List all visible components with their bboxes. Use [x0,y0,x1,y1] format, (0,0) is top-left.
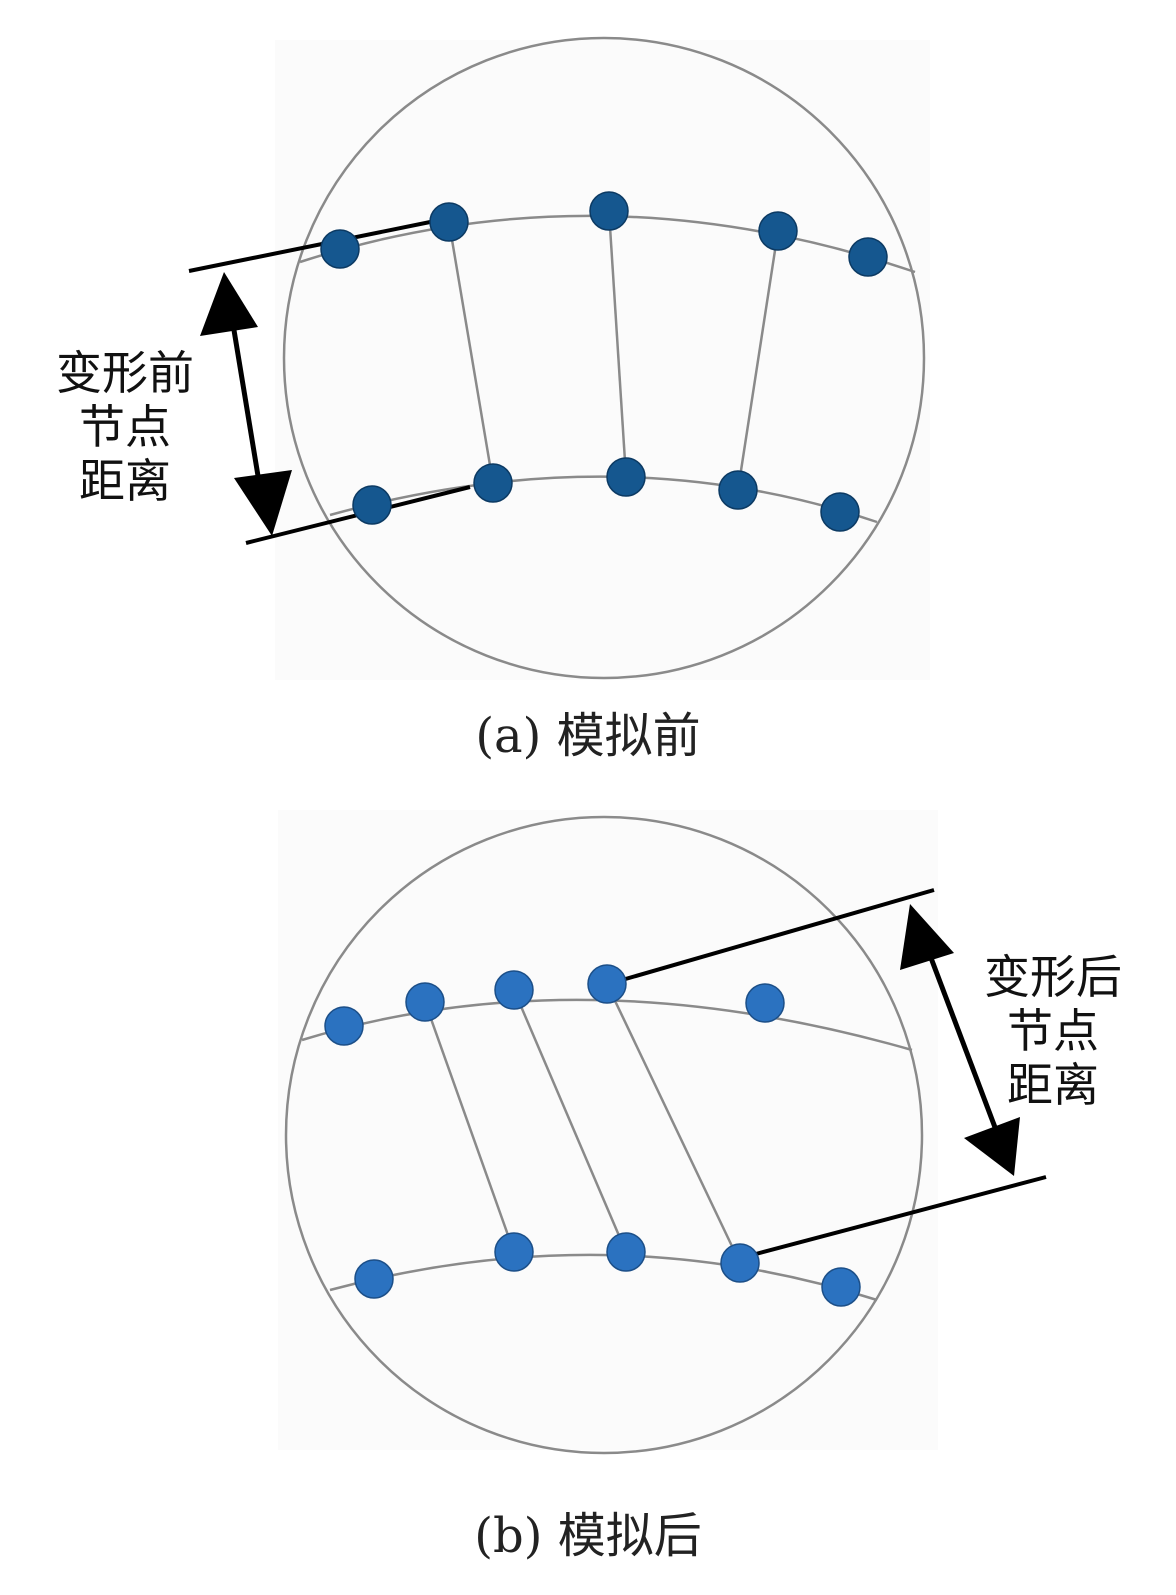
mesh-node [720,1243,760,1283]
mesh-node [821,1267,861,1307]
node-connector [447,221,495,484]
diagram-background [275,40,930,680]
mesh-node [745,983,785,1023]
boundary-circle [282,36,926,680]
caption-before: (a) 模拟前 [475,708,701,764]
mesh-node [473,463,513,503]
distance-arrow-shaft [925,949,999,1131]
mesh-node [606,457,646,497]
panel-after-simulation: 变形后 节点 距离 (b) 模拟后 [0,790,1176,1595]
node-connector [605,983,742,1264]
node-distance-before-label: 变形前 节点 距离 [40,346,210,508]
mesh-node [589,191,629,231]
mesh-node [354,1259,394,1299]
dimension-line-upper [188,218,441,273]
dimension-line-lower [751,1175,1047,1257]
upper-node-arc [301,998,913,1052]
mesh-node [405,982,445,1022]
distance-arrowhead-down [964,1117,1020,1176]
distance-arrowhead-down [234,470,292,536]
caption-after: (b) 模拟后 [474,1508,702,1564]
boundary-circle [284,815,924,1455]
mesh-node [352,485,392,525]
mesh-node [587,964,627,1004]
label-line: 距离 [1007,1058,1099,1112]
dimension-line-upper [621,888,935,982]
node-connector [736,230,780,491]
mesh-node [820,492,860,532]
node-distance-after-label: 变形后 节点 距离 [968,950,1138,1112]
diagram-background [278,810,938,1450]
label-line: 节点 [1007,1004,1099,1058]
distance-arrow-shaft [229,317,263,489]
label-line: 节点 [79,400,171,454]
mesh-node [494,970,534,1010]
mesh-node [758,211,798,251]
distance-arrowhead-up [900,904,954,970]
node-connector [423,1001,516,1253]
distance-arrowhead-up [200,272,258,336]
mesh-node [320,229,360,269]
mesh-node [429,202,469,242]
mesh-node [606,1232,646,1272]
mesh-node [848,237,888,277]
label-line: 变形前 [56,346,194,400]
label-line: 变形后 [984,950,1122,1004]
panel-before-simulation: 变形前 节点 距离 (a) 模拟前 [0,0,1176,790]
node-connector [607,210,628,478]
diagram-after [278,810,1047,1455]
diagram-before [188,36,930,680]
mesh-node [494,1232,534,1272]
mesh-node [324,1006,364,1046]
node-connector [512,989,628,1253]
mesh-node [718,470,758,510]
label-line: 距离 [79,454,171,508]
